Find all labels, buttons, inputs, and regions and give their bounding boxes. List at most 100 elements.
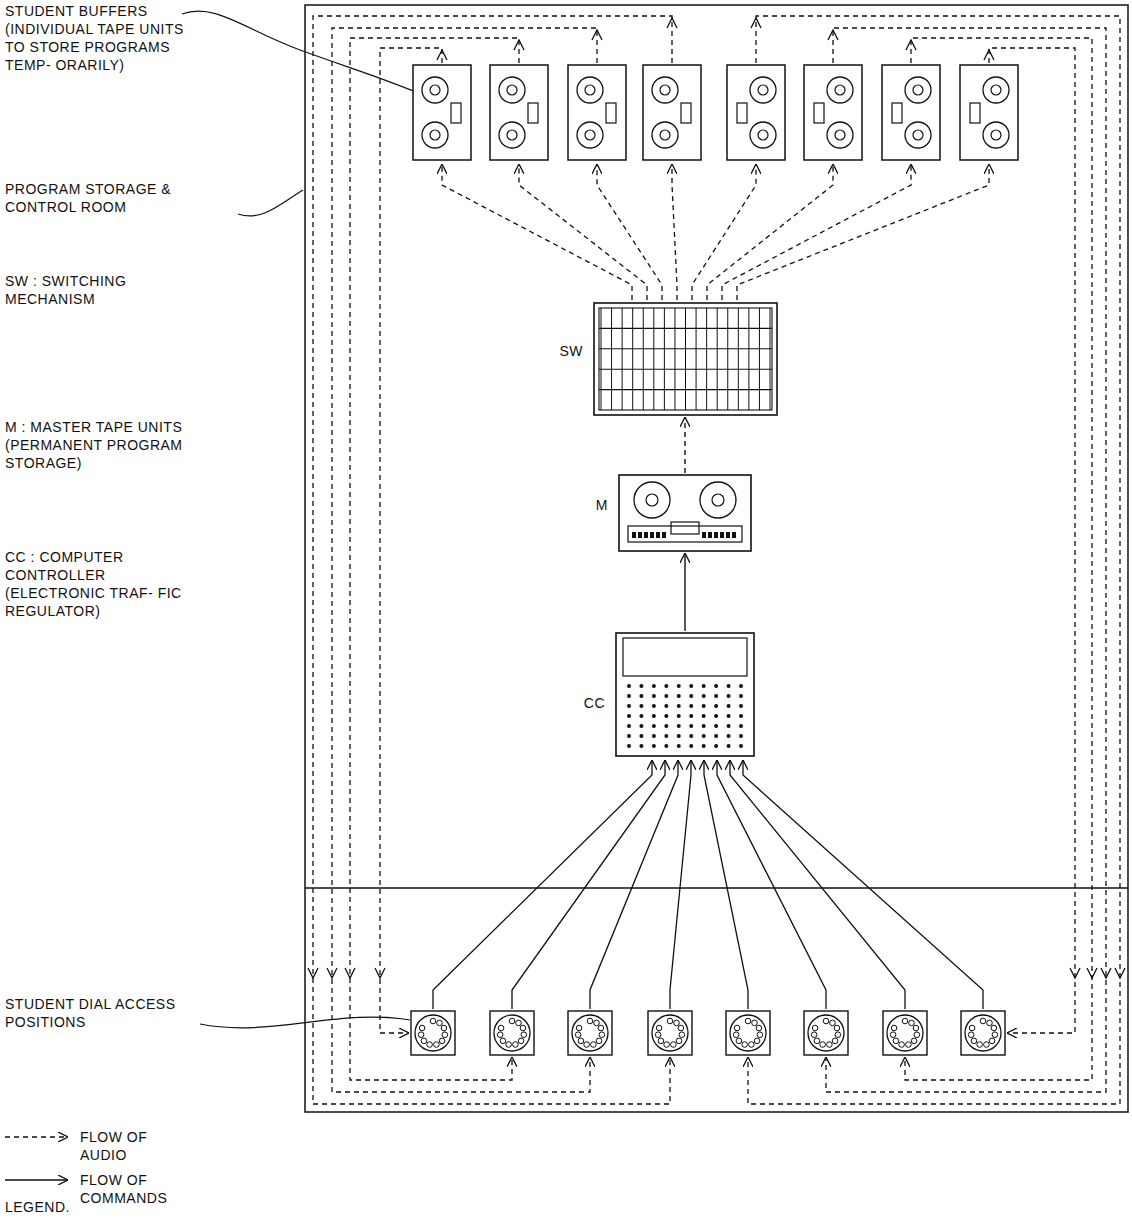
dial-hole [591,1042,597,1048]
master-reel [700,482,736,518]
tape-hub [660,130,670,140]
dial-hole [977,1042,983,1048]
controller-button [677,704,681,708]
audio-arrow [437,50,447,60]
tape-hub [991,85,1001,95]
controller-button [664,734,668,738]
dial-face [652,1015,688,1051]
dial-hole [749,1042,755,1048]
controller-button [714,734,718,738]
dial-hole [812,1025,818,1031]
command-line [717,760,826,1009]
dial-hole [835,1032,841,1038]
audio-line [692,164,756,300]
controller-button [677,724,681,728]
controller-button [739,744,743,748]
dial-hole [987,1020,993,1026]
master-key [720,532,724,538]
controller-button [689,694,693,698]
controller-button [652,724,656,728]
tape-unit-case [643,65,701,160]
controller-button [714,724,718,728]
controller-case [616,633,754,756]
tape-unit-case [727,65,785,160]
master-reel [634,482,670,518]
node-letter: M [596,496,608,514]
master-key [662,532,666,538]
dial-hole [658,1038,664,1044]
dial-hole [984,1042,990,1048]
command-line [512,760,665,1009]
controller-button [627,714,631,718]
dial-hole [587,1018,593,1024]
dial-hole [752,1020,758,1026]
dial-hole [419,1025,425,1031]
tape-hub [758,85,768,95]
tape-reel [499,77,525,103]
audio-arrow [327,968,337,978]
tape-hub [835,85,845,95]
tape-reel [422,122,448,148]
dial-position [961,1011,1005,1055]
dial-hole [757,1032,763,1038]
master-key [702,532,706,538]
audio-arrow [1070,968,1080,978]
controller-button [639,724,643,728]
tape-head [814,103,824,123]
tape-unit [882,65,940,160]
dial-hole [814,1038,820,1044]
audio-arrow [984,50,994,60]
dial-hole [909,1020,915,1026]
tape-hub [991,130,1001,140]
master-key [726,532,730,538]
audio-arrow [751,18,761,28]
controller-button [652,704,656,708]
controller-button [639,704,643,708]
audio-arrow [375,968,385,978]
dial-hole [655,1032,661,1038]
tape-unit-case [960,65,1018,160]
audio-line [672,164,677,300]
dial-position [568,1011,612,1055]
master-key [708,532,712,538]
tape-unit [413,65,471,160]
dial-face [887,1015,923,1051]
controller-button [677,734,681,738]
audio-loop [905,38,1092,1080]
dial-hole [679,1032,685,1038]
audio-loop [313,16,672,1104]
switch-grid [599,308,772,410]
legend-audio-sample [5,1136,68,1137]
controller-button [652,734,656,738]
tape-reel [652,77,678,103]
dial-face [808,1015,844,1051]
dial-hole [520,1025,526,1031]
controller-button [727,704,731,708]
dial-face [494,1015,530,1051]
audio-line [519,164,647,300]
tape-hub [507,85,517,95]
dial-hole [596,1038,602,1044]
dial-case [726,1011,770,1055]
dial-hole [421,1038,427,1044]
tape-unit-case [413,65,471,160]
tape-head [451,103,461,123]
dial-hole [521,1032,527,1038]
dial-hole [498,1025,504,1031]
master-key [638,532,642,538]
dial-hole [969,1025,975,1031]
controller-button [689,744,693,748]
dial-hole [820,1042,826,1048]
node-drawing [593,302,778,416]
controller-button [714,684,718,688]
dial-hole [664,1042,670,1048]
controller-screen [623,638,747,676]
controller-button [664,694,668,698]
controller-button [664,714,668,718]
master-key [632,532,636,538]
audio-arrow [308,968,318,978]
dial-position [411,1011,455,1055]
tape-hub [585,85,595,95]
controller-button [702,694,706,698]
dial-hole [890,1032,896,1038]
